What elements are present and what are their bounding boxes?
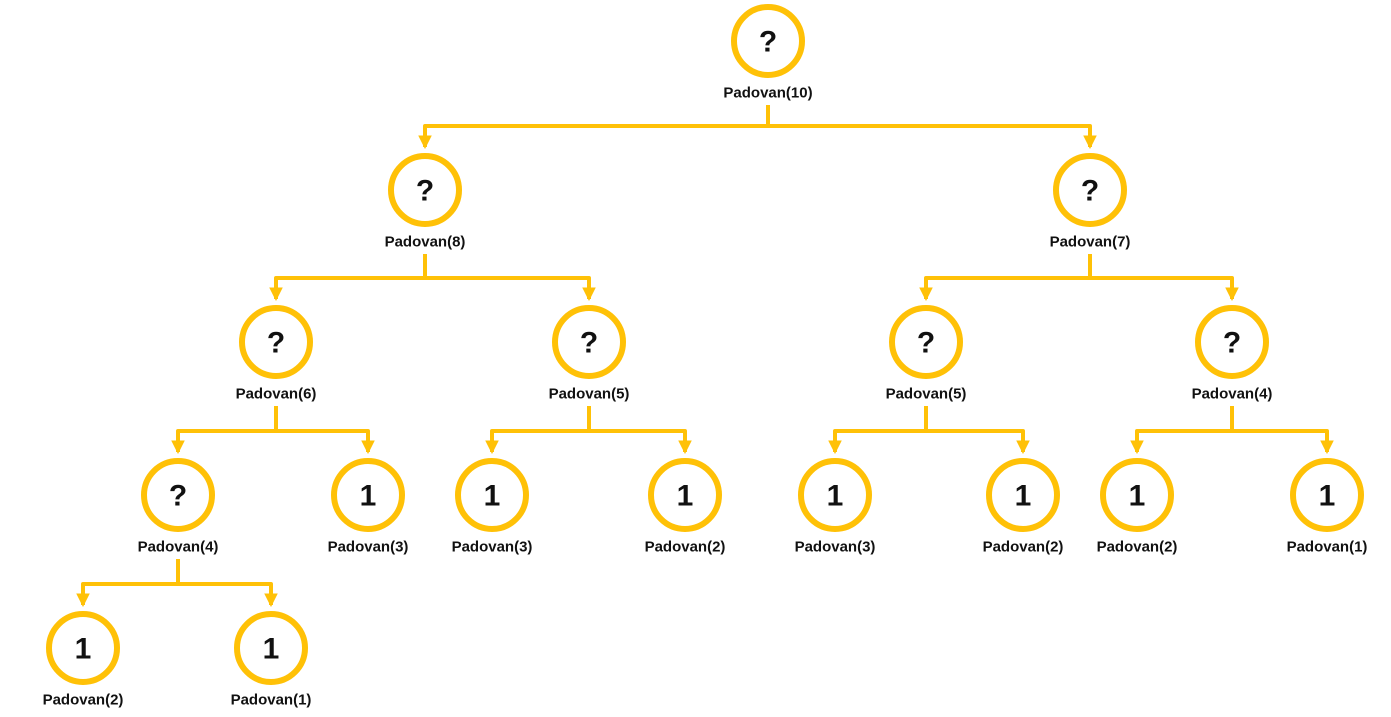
node-value: ? (917, 327, 935, 360)
tree-node: ? Padovan(7) (1050, 153, 1131, 251)
node-circle (234, 611, 308, 685)
node-circle (1100, 458, 1174, 532)
node-value: 1 (484, 480, 501, 513)
node-value: 1 (827, 480, 844, 513)
node-label: Padovan(1) (1287, 539, 1368, 556)
node-value: ? (416, 175, 434, 208)
node-value: ? (580, 327, 598, 360)
tree-edge (1230, 406, 1334, 455)
node-circle (986, 458, 1060, 532)
node-label: Padovan(6) (236, 386, 317, 403)
node-label: Padovan(3) (795, 539, 876, 556)
node-circle (331, 458, 405, 532)
node-value: 1 (1015, 480, 1032, 513)
tree-edge (919, 254, 1092, 302)
node-label: Padovan(3) (328, 539, 409, 556)
node-value: 1 (263, 633, 280, 666)
node-label: Padovan(5) (549, 386, 630, 403)
tree-node: ? Padovan(8) (385, 153, 466, 251)
tree-edge (171, 406, 278, 455)
node-label: Padovan(4) (138, 539, 219, 556)
node-label: Padovan(2) (43, 692, 124, 709)
node-label: Padovan(5) (886, 386, 967, 403)
node-circle (889, 305, 963, 379)
node-value: ? (759, 26, 777, 59)
tree-edge (587, 406, 692, 455)
node-label: Padovan(2) (1097, 539, 1178, 556)
tree-edge (766, 105, 1097, 150)
node-circle (239, 305, 313, 379)
node-circle (1290, 458, 1364, 532)
node-circle (1195, 305, 1269, 379)
node-value: ? (267, 327, 285, 360)
node-label: Padovan(8) (385, 234, 466, 251)
node-label: Padovan(7) (1050, 234, 1131, 251)
node-value: 1 (360, 480, 377, 513)
tree-node: ? Padovan(4) (1192, 305, 1273, 403)
node-circle (648, 458, 722, 532)
tree-edge (176, 559, 278, 608)
tree-node: ? Padovan(6) (236, 305, 317, 403)
tree-node: ? Padovan(5) (886, 305, 967, 403)
tree-node: ? Padovan(10) (723, 4, 813, 102)
node-circle (141, 458, 215, 532)
tree-edge (485, 406, 591, 455)
node-label: Padovan(2) (645, 539, 726, 556)
node-circle (46, 611, 120, 685)
node-circle (1053, 153, 1127, 227)
node-circle (798, 458, 872, 532)
node-label: Padovan(3) (452, 539, 533, 556)
tree-edge (1088, 254, 1239, 302)
node-value: 1 (1129, 480, 1146, 513)
node-value: ? (1223, 327, 1241, 360)
node-value: ? (169, 480, 187, 513)
tree-edge (1130, 406, 1234, 455)
node-circle (455, 458, 529, 532)
node-value: ? (1081, 175, 1099, 208)
tree-edge (76, 559, 180, 608)
node-label: Padovan(10) (723, 85, 812, 102)
node-value: 1 (677, 480, 694, 513)
node-label: Padovan(4) (1192, 386, 1273, 403)
tree-edges (76, 105, 1334, 608)
tree-edge (274, 406, 375, 455)
node-value: 1 (1319, 480, 1336, 513)
node-circle (552, 305, 626, 379)
tree-node: ? Padovan(4) (138, 458, 219, 556)
node-value: 1 (75, 633, 92, 666)
tree-edge (423, 254, 596, 302)
tree-edge (828, 406, 928, 455)
node-circle (731, 4, 805, 78)
tree-edge (418, 105, 770, 150)
tree-edge (924, 406, 1030, 455)
node-label: Padovan(2) (983, 539, 1064, 556)
node-label: Padovan(1) (231, 692, 312, 709)
tree-node: ? Padovan(5) (549, 305, 630, 403)
node-circle (388, 153, 462, 227)
tree-edge (269, 254, 427, 302)
